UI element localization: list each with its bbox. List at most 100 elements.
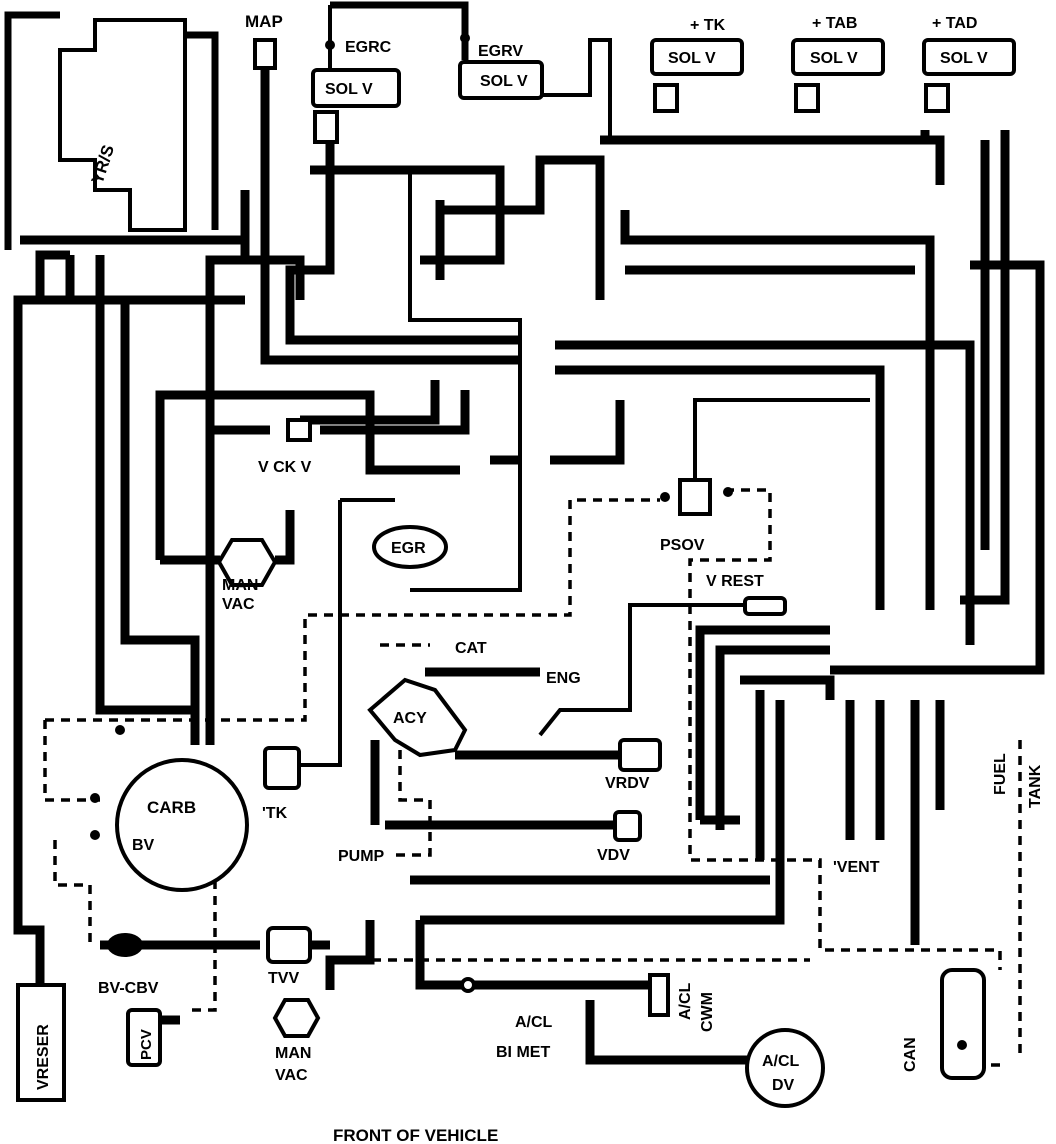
tad-plus-label: + TAD [932,15,977,32]
hose-vrest-to-acy [538,603,750,737]
vckv-label: V CK V [258,459,312,476]
man-vac-bottom-label-1: MAN [275,1045,311,1062]
pcv-valve: PCV [126,1008,162,1067]
bimet-label: BI MET [496,1044,550,1061]
acy-body [367,677,468,758]
hose-yrs-right [185,31,219,230]
psov-body [678,478,712,516]
tk-plus-label: + TK [690,17,726,34]
front-of-vehicle-label: FRONT OF VEHICLE [333,1126,498,1144]
tab-sol-v-body [791,38,885,76]
hose-right-inner [555,365,885,610]
dash-vrest [688,488,1002,970]
hose-cwm [415,920,650,990]
hose-tvv-down [325,920,375,990]
hose-right-connector [740,675,835,700]
acl-cwm-label-2: CWM [699,992,716,1032]
tvv-valve: TVV [266,926,312,987]
map-sensor-body [253,38,277,70]
eng-label: ENG [546,670,581,687]
vdv-valve: VDV [597,810,642,864]
hose-vckv-right [320,390,470,435]
vrdv-valve: VRDV [605,738,662,792]
dash-pcv [185,880,217,1012]
tk-body [263,746,301,790]
acl-cwm-label-1: A/CL [677,982,694,1020]
hose-center-3 [440,155,605,300]
carb-port-1 [115,725,125,735]
fuel-label: FUEL [992,753,1009,795]
carburetor: CARB BV [90,725,249,892]
bimet-port [460,977,476,993]
acl-dv-body [745,1028,825,1108]
tab-solenoid: + TAB SOL V [791,15,885,113]
bvcbv-valve: BV-CBV [98,933,159,997]
hose-vreser-main [13,295,245,985]
pump-label: PUMP [338,848,385,865]
hose-carb-right [205,190,250,745]
egrc-sol-v-body [311,68,401,108]
tab-plus-label: + TAB [812,15,857,32]
dashed-lines [43,488,1022,1067]
hose-psov-top [693,398,870,490]
vrdv-label: VRDV [605,775,650,792]
egrc-sol-v-label: SOL V [325,81,373,98]
charcoal-canister: CAN [902,968,986,1080]
acl-dv: A/CL DV [745,1028,825,1108]
vreser-label: VRESER [35,1024,52,1090]
vckv-valve: V CK V [258,418,312,476]
hose-vckv-in [300,380,440,425]
egrc-solenoid: EGRC SOL V [311,39,401,144]
vreser-body [16,983,66,1102]
tad-solenoid: + TAD SOL V [922,15,1016,113]
tk-solenoid: + TK SOL V [650,17,744,113]
egrv-sol-v-label: SOL V [480,73,528,90]
dash-carb-left [43,720,100,802]
vrest-body [743,596,787,616]
map-sensor: MAP [245,12,283,70]
egr-label: EGR [391,540,426,557]
acl-cwm-body [648,973,670,1017]
hose-egrc-down [285,140,520,345]
can-label: CAN [902,1037,919,1072]
pcv-label: PCV [138,1029,155,1060]
tk-actuator: 'TK [262,746,301,822]
hose-tad-down [960,130,1010,605]
carb-port-2 [90,793,100,803]
vrest-label: V REST [706,573,764,590]
man-vac-top-body [216,538,278,587]
hose-tab-line [620,210,935,610]
tad-sol-v-label: SOL V [940,50,988,67]
hose-bimet [585,1000,750,1065]
yrs-body [58,18,187,232]
vent-label: 'VENT [833,859,880,876]
hose-vrest-down [695,625,830,820]
tab-port [794,83,820,113]
acy-valve: CAT ENG ACY [367,640,581,758]
man-vac-bottom: MAN VAC [272,998,321,1084]
bv-label: BV [132,837,155,854]
can-body [940,968,986,1080]
tk-label: 'TK [262,805,288,822]
acl-label: A/CL [515,1014,553,1031]
egrv-label: EGRV [478,43,523,60]
psov-valve: PSOV [660,478,733,554]
acy-label: ACY [393,710,427,727]
hose-left-outer [4,11,60,250]
hose-egrv-out [540,38,612,140]
man-vac-top: MAN VAC [216,538,278,613]
vdv-body [613,810,642,842]
carb-body [115,758,249,892]
map-label: MAP [245,12,283,31]
acl-cwm: A/CL CWM [648,973,716,1032]
man-vac-bottom-label-2: VAC [275,1067,308,1084]
man-vac-top-label-2: VAC [222,596,255,613]
vacuum-hoses [4,1,1045,1065]
man-vac-bottom-body [272,998,321,1038]
hose-left-upper [35,250,70,300]
bvcbv-label: BV-CBV [98,980,159,997]
hose-vckv-loop [155,390,460,560]
hose-vckv-out [205,425,270,560]
carb-label: CARB [147,798,196,817]
egrc-port [313,110,339,144]
